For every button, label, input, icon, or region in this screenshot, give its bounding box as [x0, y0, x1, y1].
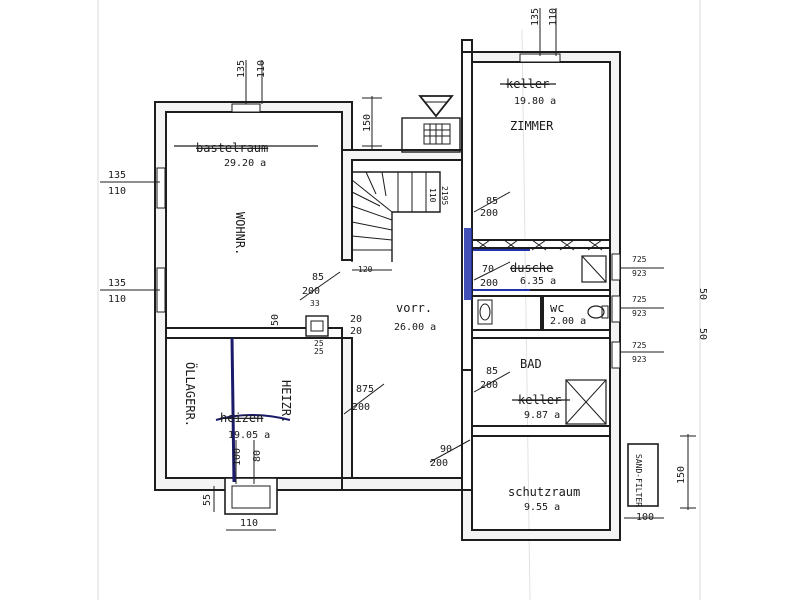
svg-text:200: 200: [430, 458, 448, 469]
room-schutzraum-area: 9.55 a: [524, 502, 560, 513]
svg-text:135: 135: [236, 60, 247, 78]
svg-text:100: 100: [636, 512, 654, 523]
toilet-icon: [587, 305, 609, 319]
svg-text:200: 200: [480, 278, 498, 289]
svg-text:110: 110: [108, 186, 126, 197]
room-dusche-label: dusche: [510, 261, 553, 275]
room-oellager-label: ÖLLAGERR.: [183, 362, 199, 427]
shower-tray-icon: [581, 255, 607, 283]
room-vorraum-area: 26.00 a: [394, 322, 436, 333]
room-schutzraum-label: schutzraum: [508, 485, 580, 499]
svg-text:50: 50: [697, 328, 708, 340]
room-bad-label: BAD: [520, 357, 542, 371]
svg-text:110: 110: [548, 8, 559, 26]
svg-text:200: 200: [480, 208, 498, 219]
room-dusche-area: 6.35 a: [520, 276, 556, 287]
svg-text:70: 70: [482, 264, 494, 275]
svg-text:135: 135: [108, 170, 126, 181]
window-left-1: [156, 167, 166, 209]
room-wc-label: wc: [550, 301, 564, 315]
svg-text:110: 110: [108, 294, 126, 305]
dusche-hatch: [475, 239, 603, 251]
svg-text:33: 33: [310, 299, 320, 308]
right-wing-walls: [461, 51, 659, 541]
svg-text:135: 135: [530, 8, 541, 26]
svg-text:25: 25: [314, 347, 324, 356]
svg-text:135: 135: [108, 278, 126, 289]
room-zimmer-label: ZIMMER: [510, 119, 554, 133]
staircase: [351, 171, 441, 262]
svg-text:200: 200: [352, 402, 370, 413]
svg-text:923: 923: [632, 269, 647, 278]
bad-shower-icon: [565, 379, 607, 425]
room-keller-bad-area: 9.87 a: [524, 410, 560, 421]
svg-text:120: 120: [358, 265, 373, 274]
room-bastelraum-area: 29.20 a: [224, 158, 266, 169]
room-wc-area: 2.00 a: [550, 316, 586, 327]
svg-text:85: 85: [486, 196, 498, 207]
svg-text:725: 725: [632, 255, 647, 264]
svg-text:2195: 2195: [440, 186, 449, 205]
svg-text:923: 923: [632, 355, 647, 364]
center-walls: [305, 39, 473, 491]
light-well-bottom: [224, 477, 278, 515]
svg-text:150: 150: [362, 114, 373, 132]
svg-text:200: 200: [480, 380, 498, 391]
heizraum-blue-strokes: [215, 337, 291, 483]
svg-text:875: 875: [356, 384, 374, 395]
blue-marker-wall: [464, 228, 472, 300]
svg-text:50: 50: [270, 314, 281, 326]
chimney: [305, 315, 329, 337]
svg-text:20: 20: [350, 314, 362, 325]
washbasin-icon: [477, 299, 493, 325]
paper-fold: [521, 29, 531, 600]
triangle-marker-icon: [418, 95, 454, 118]
svg-text:110: 110: [428, 188, 437, 203]
svg-text:150: 150: [676, 466, 687, 484]
room-heizraum-area: 19.05 a: [228, 430, 270, 441]
room-keller-top-area: 19.80 a: [514, 96, 556, 107]
svg-text:110: 110: [240, 518, 258, 529]
room-vorraum-label: vorr.: [396, 301, 432, 315]
svg-text:200: 200: [302, 286, 320, 297]
room-wohnr-label: WOHNR.: [233, 212, 247, 255]
svg-text:725: 725: [632, 341, 647, 350]
svg-text:20: 20: [350, 326, 362, 337]
svg-text:85: 85: [312, 272, 324, 283]
room-heizr-label: HEIZR.: [279, 380, 293, 423]
room-bastelraum-label: bastelraum: [196, 141, 268, 155]
dimension-texts: 135 110 135 110 135 110 135 110 150 110 …: [108, 8, 708, 529]
sandfilter-box: [627, 443, 659, 507]
svg-text:725: 725: [632, 295, 647, 304]
dimension-lines: [100, 8, 696, 531]
svg-text:100: 100: [232, 448, 243, 466]
entrance-block: [401, 117, 461, 153]
svg-text:25: 25: [314, 339, 324, 348]
svg-text:80: 80: [252, 450, 263, 462]
room-labels: bastelraum 29.20 a WOHNR. keller 19.80 a…: [174, 77, 643, 513]
window-right-1: [611, 253, 621, 281]
room-heizraum-label: heizen: [220, 411, 263, 425]
window-right-3: [611, 341, 621, 369]
svg-text:110: 110: [256, 60, 267, 78]
wall-divider-left: [165, 327, 343, 339]
svg-text:55: 55: [202, 494, 213, 506]
svg-text:923: 923: [632, 309, 647, 318]
window-right-2: [611, 295, 621, 323]
svg-text:90: 90: [440, 444, 452, 455]
svg-text:50: 50: [697, 288, 708, 300]
sandfilter-label: SAND-FILTER: [634, 454, 643, 507]
svg-text:85: 85: [486, 366, 498, 377]
window-top-left: [231, 103, 261, 113]
grate-icon: [423, 123, 451, 145]
